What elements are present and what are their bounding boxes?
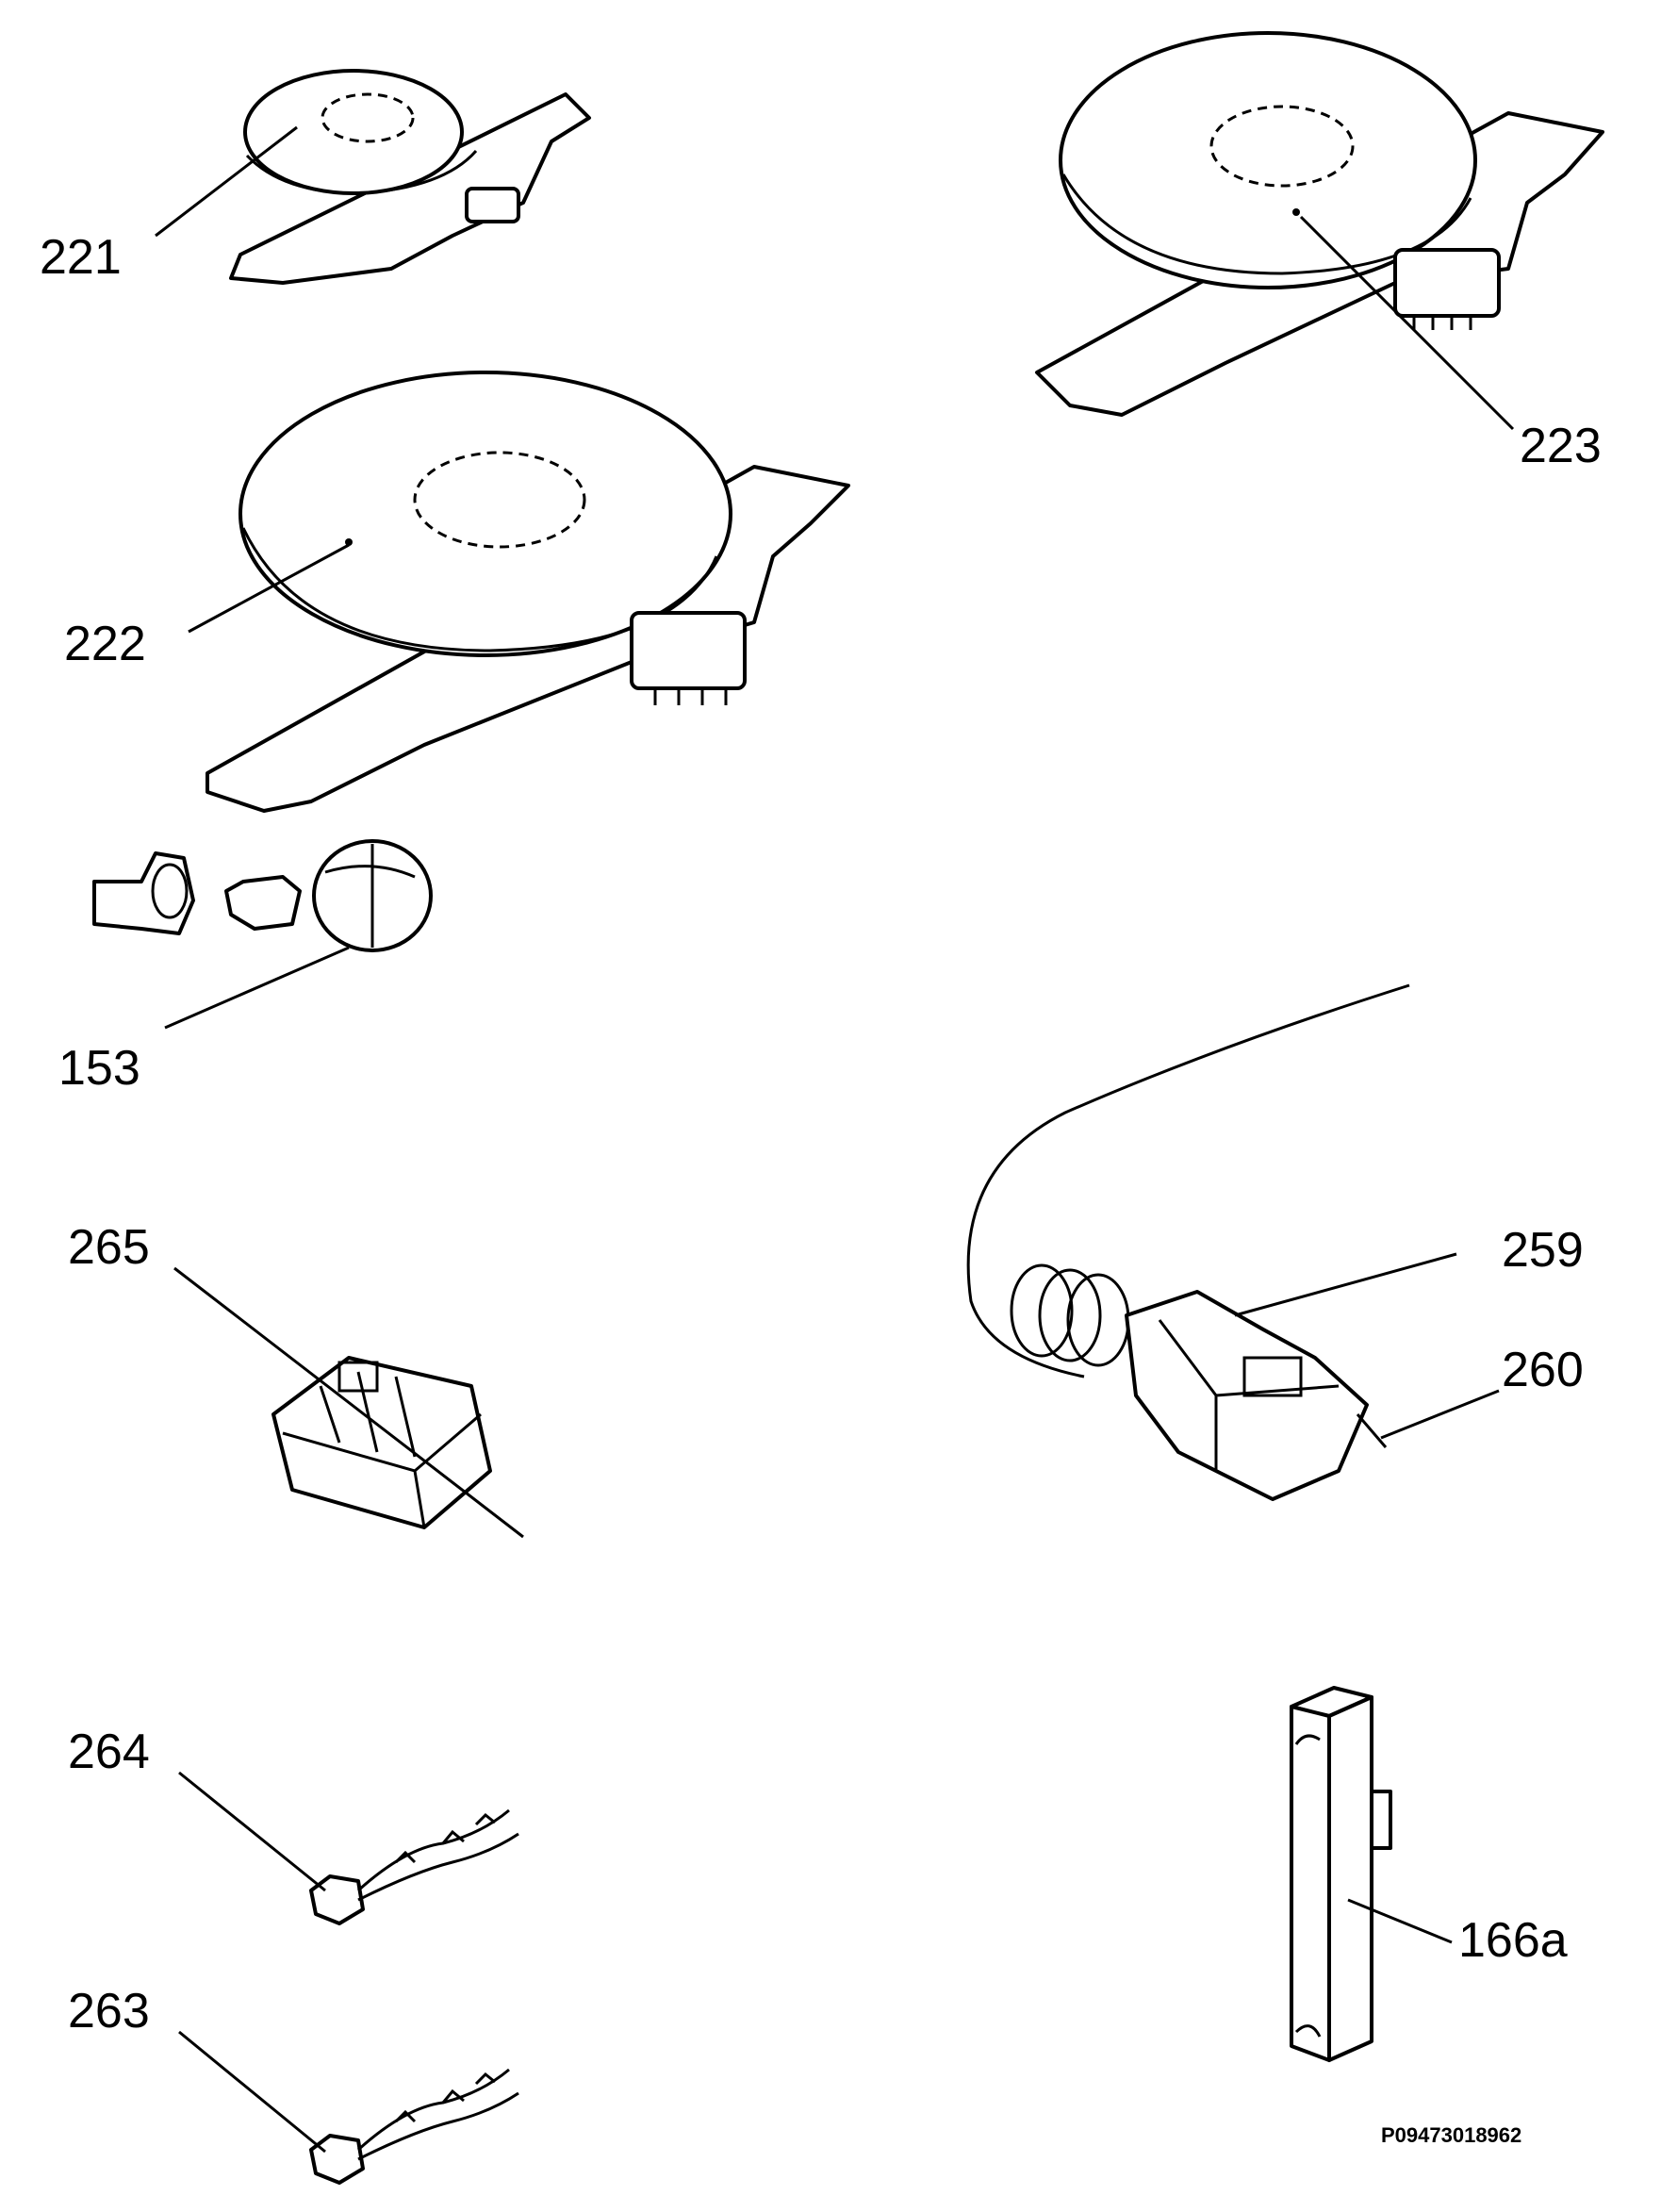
leader-222 xyxy=(188,543,350,634)
thermostat-260[interactable] xyxy=(1356,1413,1388,1448)
leader-166a xyxy=(1347,1898,1453,1944)
thermostat-259[interactable] xyxy=(966,983,1410,1501)
component-166a[interactable] xyxy=(1290,1686,1392,2062)
label-222: 222 xyxy=(64,617,146,671)
label-223: 223 xyxy=(1520,419,1602,473)
leader-221 xyxy=(155,125,298,238)
component-263[interactable] xyxy=(309,2068,519,2185)
label-265: 265 xyxy=(68,1220,150,1275)
hotplate-221[interactable] xyxy=(229,69,591,285)
switch-265[interactable] xyxy=(271,1356,492,1529)
drawing-code: P09473018962 xyxy=(1381,2123,1521,2147)
hotplate-223[interactable] xyxy=(1035,31,1604,417)
label-260: 260 xyxy=(1502,1343,1584,1397)
label-263: 263 xyxy=(68,1984,150,2039)
leader-153 xyxy=(164,946,350,1030)
leader-265 xyxy=(173,1266,524,1539)
leader-263 xyxy=(178,2030,326,2154)
leader-264 xyxy=(178,1771,326,1892)
label-264: 264 xyxy=(68,1725,150,1779)
hotplate-222[interactable] xyxy=(206,371,850,813)
label-166a: 166a xyxy=(1458,1913,1568,1968)
component-264[interactable] xyxy=(309,1808,519,1925)
label-153: 153 xyxy=(58,1041,140,1096)
label-221: 221 xyxy=(40,230,122,285)
label-259: 259 xyxy=(1502,1223,1584,1278)
leader-223 xyxy=(1299,215,1515,431)
leader-259 xyxy=(1234,1252,1457,1317)
leader-260 xyxy=(1380,1389,1500,1440)
control-knob-153[interactable] xyxy=(92,839,433,952)
